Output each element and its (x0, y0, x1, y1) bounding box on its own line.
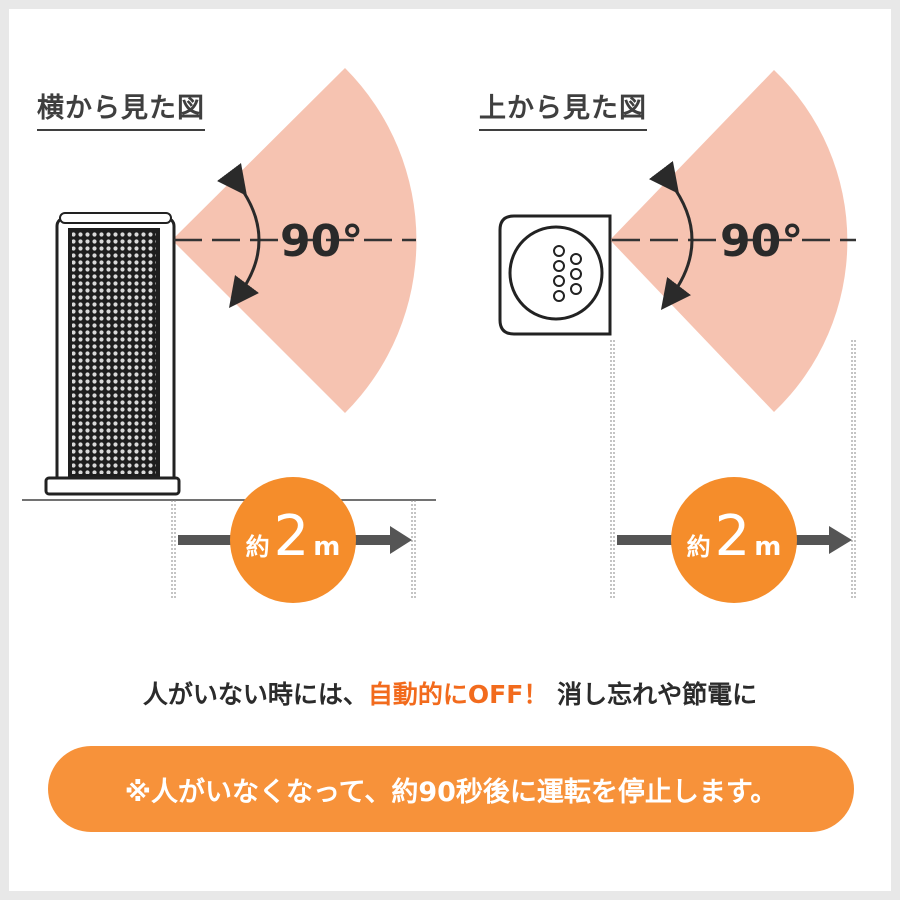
top-view-title: 上から見た図 (479, 86, 647, 131)
tower-heater-icon (44, 212, 181, 496)
message-after: 消し忘れや節電に (557, 680, 758, 709)
side-distance-badge: 約 2 m (230, 477, 356, 603)
top-angle-label: 90° (720, 216, 804, 267)
top-distance-badge: 約 2 m (671, 477, 797, 603)
side-angle-arc (217, 163, 261, 309)
distance-prefix: 約 (245, 533, 270, 561)
top-distance-bounds (610, 340, 856, 600)
message-highlight: 自動的にOFF！ (367, 680, 549, 709)
top-angle-arc (648, 160, 694, 310)
distance-unit: m (754, 532, 782, 562)
auto-stop-notice: ※人がいなくなって、約90秒後に運転を停止します。 (48, 746, 854, 832)
distance-value: 2 (273, 504, 310, 569)
message-before: 人がいない時には、 (142, 680, 368, 709)
side-distance-bounds (171, 500, 416, 600)
side-angle-label: 90° (280, 216, 364, 267)
distance-value: 2 (714, 504, 751, 569)
auto-off-message: 人がいない時には、自動的にOFF！ 消し忘れや節電に (0, 675, 900, 711)
side-view-title: 横から見た図 (37, 86, 205, 131)
distance-unit: m (313, 532, 341, 562)
distance-prefix: 約 (686, 533, 711, 561)
heater-top-view-icon (498, 214, 612, 336)
